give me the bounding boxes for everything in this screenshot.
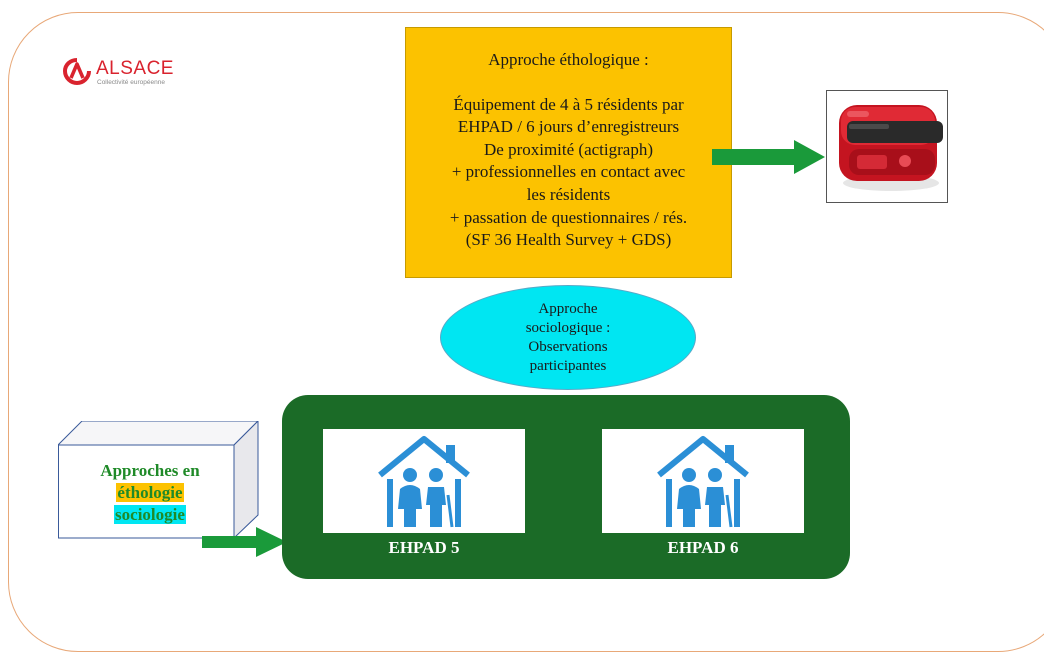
ethology-line: EHPAD / 6 jours d’enregistreurs bbox=[457, 117, 680, 137]
logo-subtitle: Collectivité européenne bbox=[97, 79, 165, 86]
ehpad-card bbox=[602, 429, 804, 533]
sociology-line: Approche bbox=[538, 300, 598, 317]
arrow-to-device bbox=[712, 140, 825, 174]
ethology-line: Équipement de 4 à 5 résidents par bbox=[453, 94, 684, 114]
sociology-line: participantes bbox=[529, 357, 607, 374]
ehpad-6-label: EHPAD 6 bbox=[667, 538, 739, 557]
approaches-ethology: éthologie bbox=[116, 483, 184, 502]
actigraph-device-icon bbox=[826, 90, 948, 203]
sociology-approach-ellipse: Approche sociologique : Observations par… bbox=[440, 285, 696, 390]
sociology-line: sociologique : bbox=[525, 319, 611, 336]
ethology-approach-box: Approche éthologique : Équipement de 4 à… bbox=[405, 27, 732, 278]
arrow-to-ehpad bbox=[202, 527, 287, 557]
ethology-line: + professionnelles en contact avec bbox=[451, 162, 686, 182]
alsace-logo: ALSACE Collectivité européenne bbox=[62, 56, 192, 90]
approaches-text: Approches en éthologie sociologie bbox=[70, 460, 230, 526]
ethology-line: (SF 36 Health Survey + GDS) bbox=[465, 230, 672, 250]
care-home-icon bbox=[378, 436, 470, 528]
approaches-line1: Approches en bbox=[100, 461, 200, 480]
ehpad-panel: EHPAD 5 EHPAD 6 bbox=[282, 395, 850, 579]
ethology-title: Approche éthologique : bbox=[488, 50, 649, 69]
ehpad-card bbox=[323, 429, 525, 533]
logo-name: ALSACE bbox=[96, 58, 174, 79]
ethology-line: les résidents bbox=[526, 184, 611, 204]
care-home-icon bbox=[657, 436, 749, 528]
alsace-logo-icon bbox=[62, 58, 91, 86]
sociology-line: Observations bbox=[528, 338, 608, 355]
ehpad-5-label: EHPAD 5 bbox=[388, 538, 460, 557]
approaches-sociology: sociologie bbox=[114, 505, 186, 524]
ethology-line: De proximité (actigraph) bbox=[484, 139, 653, 159]
ethology-line: + passation de questionnaires / rés. bbox=[449, 207, 688, 227]
